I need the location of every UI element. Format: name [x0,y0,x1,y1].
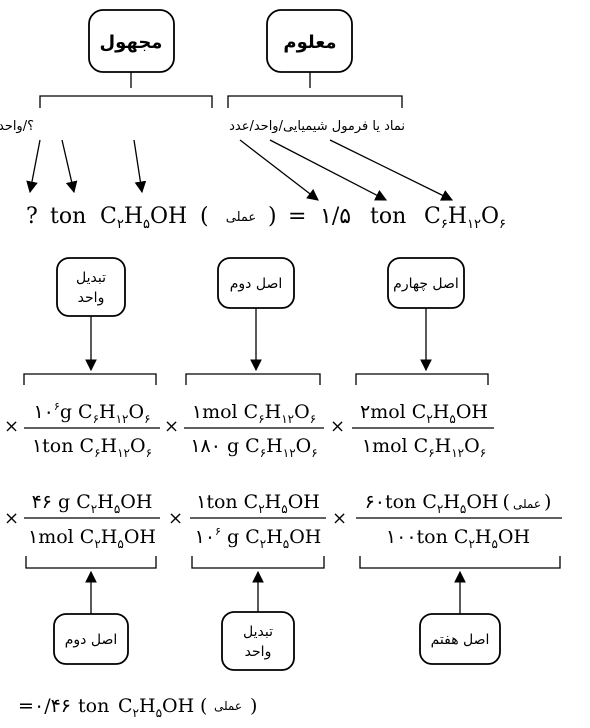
eq-close-paren: ) [268,204,277,229]
bracket-row2-2 [191,556,325,569]
rule-box-line1: تبدیل [76,270,106,286]
answer-open-paren: ( [200,695,207,717]
arrow-known-unit [269,139,388,201]
unknown-bracket [39,72,213,108]
rule-box-line1: اصل دوم [65,632,118,648]
rule-box-line2: واحد [245,644,272,660]
eq-formula-glucose: C۶H۱۲O۶ [424,204,506,232]
times-sign: × [4,508,19,529]
eq-formula-ethanol: C۲H۵OH [100,204,187,232]
eq-ton-1: ton [50,204,86,229]
known-bracket [227,72,403,108]
answer-actual-label: عملی [214,699,242,713]
bracket-row2-3 [359,556,561,569]
rule-box-line1: اصل هفتم [431,632,490,648]
fraction-row1-3: ۲mol C۲H۵OH ۱mol C۶H۱۲O۶ [352,401,494,460]
rule-box-line1: اصل دوم [230,276,283,292]
fraction-numerator: ۱ton C۲H۵OH [196,491,320,516]
arrow-number [239,139,319,201]
rule-box-second-principle-1: اصل دوم [217,257,295,309]
answer-value: ۰/۴۶ [34,695,71,717]
eq-amount: ۱/۵ [320,204,351,229]
bracket-row1-3 [355,373,489,385]
fraction-numerator: ۱mol C۶H۱۲O۶ [192,401,316,426]
eq-question: ? [26,204,38,229]
times-sign: × [330,416,345,437]
unknown-box: مجهول [88,9,175,73]
times-sign: × [168,508,183,529]
arrow-unit [61,139,78,194]
eq-actual-label: عملی [226,210,256,225]
eq-open-paren: ( [200,204,209,229]
times-sign: × [164,416,179,437]
answer-close-paren: ) [250,695,257,717]
fraction-numerator: ۴۶ g C۲H۵OH [32,491,153,516]
fraction-row1-2: ۱mol C۶H۱۲O۶ ۱۸۰ g C۶H۱۲O۶ [184,401,324,460]
bracket-row1-1 [23,373,157,385]
fraction-numerator: ۶۰ton C۲H۵OH(عملی) [365,491,552,516]
rule-box-line2: واحد [78,290,105,306]
bracket-row1-2 [185,373,321,385]
rule-box-line1: تبدیل [243,624,273,640]
known-box: معلوم [266,9,353,73]
rule-box-unit-conversion-2: تبدیل واحد [221,611,295,671]
fraction-denominator: ۱ton C۶H۱۲O۶ [32,435,152,460]
arrow-question [26,139,41,194]
answer-formula: C۲H۵OH [118,695,194,720]
fraction-numerator: ۲mol C۲H۵OH [360,401,488,426]
rule-box-unit-conversion-1: تبدیل واحد [56,257,126,317]
main-equation: ? ton C۲H۵OH ( عملی ) = ۱/۵ ton C۶H۱۲O۶ [26,204,506,232]
times-sign: × [4,416,19,437]
fraction-denominator: ۱mol C۶H۱۲O۶ [362,435,486,460]
eq-ton-2: ton [370,204,406,229]
arrow-formula [133,139,147,194]
fraction-denominator: ۱۰۶ g C۲H۵OH [195,525,322,551]
fraction-numerator: ۱۰۶g C۶H۱۲O۶ [33,400,150,426]
fraction-denominator: ۱۸۰ g C۶H۱۲O۶ [190,435,317,460]
final-answer: = ۰/۴۶ ton C۲H۵OH ( عملی ) [18,695,257,720]
rule-box-line1: اصل چهارم [393,276,459,292]
fraction-row2-2: ۱ton C۲H۵OH ۱۰۶ g C۲H۵OH [190,491,326,551]
known-label: نماد یا فرمول شیمیایی/واحد/عدد [229,119,405,134]
fraction-denominator: ۱۰۰ton C۲H۵OH [386,526,530,551]
unknown-label: ؟/واحد/نماد یا فرمول شیمیایی = [0,119,34,134]
fraction-row2-1: ۴۶ g C۲H۵OH ۱mol C۲H۵OH [24,491,160,551]
arrow-known-formula [329,139,454,201]
bracket-row2-1 [25,556,157,569]
fraction-denominator: ۱mol C۲H۵OH [28,526,156,551]
times-sign: × [332,508,347,529]
answer-equals: = [18,695,34,717]
fraction-row2-3: ۶۰ton C۲H۵OH(عملی) ۱۰۰ton C۲H۵OH [356,491,562,551]
rule-box-second-principle-2: اصل دوم [53,613,129,665]
rule-box-seventh-principle: اصل هفتم [419,613,501,665]
answer-ton: ton [78,695,109,717]
unknown-box-label: مجهول [100,32,163,53]
known-box-label: معلوم [283,32,336,53]
fraction-row1-1: ۱۰۶g C۶H۱۲O۶ ۱ton C۶H۱۲O۶ [24,400,160,460]
eq-equals: = [288,204,306,229]
rule-box-fourth-principle: اصل چهارم [387,257,465,309]
